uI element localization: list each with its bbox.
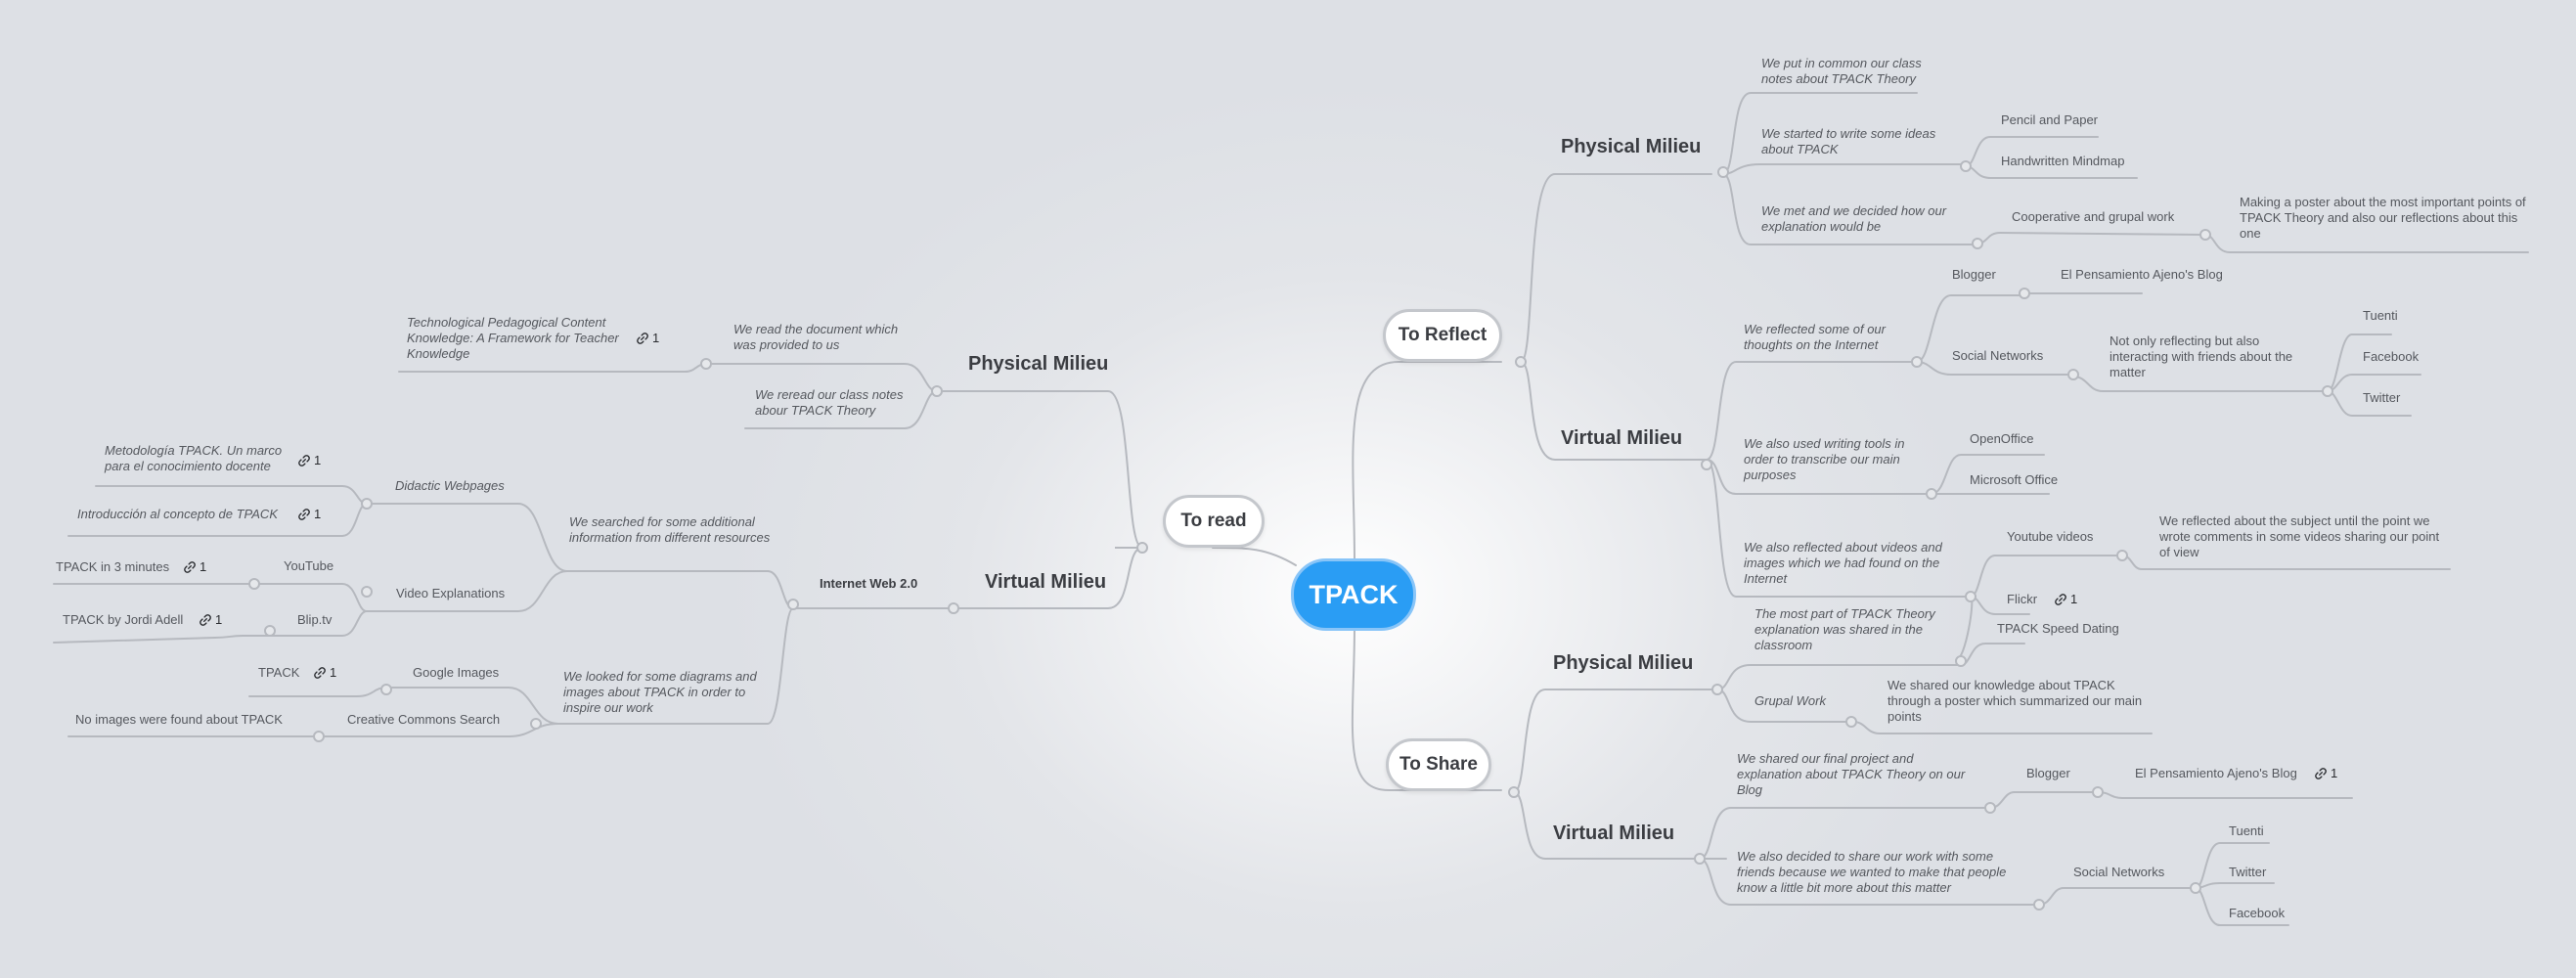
video-comments[interactable]: We reflected about the subject until the… bbox=[2159, 513, 2440, 559]
tpack-speed-dating[interactable]: TPACK Speed Dating bbox=[1997, 621, 2119, 636]
share-twitter[interactable]: Twitter bbox=[2229, 865, 2267, 879]
share-blog[interactable]: El Pensamiento Ajeno's Blog bbox=[2135, 766, 2297, 780]
read-virtual-milieu[interactable]: Virtual Milieu bbox=[985, 571, 1107, 593]
metodologia-page[interactable]: Metodología TPACK. Un marco para el cono… bbox=[105, 443, 283, 473]
internet-web-topic[interactable]: Internet Web 2.0 bbox=[820, 576, 918, 591]
link-count: 1 bbox=[652, 331, 660, 346]
link-icon bbox=[314, 666, 326, 679]
metodologia-link-badge[interactable]: 1 bbox=[297, 452, 321, 467]
final-project-note[interactable]: We shared our final project and explanat… bbox=[1737, 751, 1966, 797]
bliptv-source[interactable]: Blip.tv bbox=[297, 612, 333, 627]
read-physical-milieu[interactable]: Physical Milieu bbox=[968, 353, 1109, 375]
branch-to-reflect[interactable]: To Reflect bbox=[1383, 309, 1502, 362]
write-ideas-note[interactable]: We started to write some ideas about TPA… bbox=[1761, 126, 1936, 156]
didactic-webpages[interactable]: Didactic Webpages bbox=[395, 478, 505, 493]
pencil-paper[interactable]: Pencil and Paper bbox=[2001, 112, 2099, 127]
introduccion-link-badge[interactable]: 1 bbox=[297, 506, 321, 521]
cooperative-work[interactable]: Cooperative and grupal work bbox=[2012, 209, 2175, 224]
reflect-virtual-milieu[interactable]: Virtual Milieu bbox=[1561, 427, 1683, 449]
searched-resources-note[interactable]: We searched for some additional informat… bbox=[569, 514, 771, 545]
central-topic[interactable]: TPACK bbox=[1291, 558, 1416, 631]
videos-images-note[interactable]: We also reflected about videos and image… bbox=[1744, 540, 1942, 586]
link-icon bbox=[298, 508, 310, 520]
grupal-work[interactable]: Grupal Work bbox=[1754, 693, 1826, 708]
share-tuenti[interactable]: Tuenti bbox=[2229, 823, 2264, 838]
tpack-image-item[interactable]: TPACK bbox=[258, 665, 300, 680]
microsoft-office[interactable]: Microsoft Office bbox=[1970, 472, 2059, 487]
introduccion-page[interactable]: Introducción al concepto de TPACK bbox=[77, 507, 278, 521]
flickr-link-badge[interactable]: 1 bbox=[2054, 591, 2077, 606]
link-count: 1 bbox=[314, 507, 322, 522]
flickr[interactable]: Flickr bbox=[2007, 592, 2038, 606]
adell-link-badge[interactable]: 1 bbox=[199, 611, 222, 627]
read-document-note[interactable]: We read the document which was provided … bbox=[733, 322, 899, 352]
reflect-social-networks[interactable]: Social Networks bbox=[1952, 348, 2044, 363]
reflect-blogger[interactable]: Blogger bbox=[1952, 267, 1996, 282]
link-count: 1 bbox=[2331, 766, 2338, 781]
reread-notes-note[interactable]: We reread our class notes abour TPACK Th… bbox=[755, 387, 904, 418]
tpack-jordi-adell[interactable]: TPACK by Jordi Adell bbox=[63, 612, 184, 627]
openoffice[interactable]: OpenOffice bbox=[1970, 431, 2034, 446]
video-explanations[interactable]: Video Explanations bbox=[396, 586, 506, 600]
tpack3-link-badge[interactable]: 1 bbox=[183, 558, 206, 574]
google-images[interactable]: Google Images bbox=[413, 665, 500, 680]
poster-making[interactable]: Making a poster about the most important… bbox=[2240, 195, 2526, 241]
branch-to-read[interactable]: To read bbox=[1163, 495, 1265, 548]
framework-document[interactable]: Technological Pedagogical Content Knowle… bbox=[407, 315, 619, 361]
diagrams-note[interactable]: We looked for some diagrams and images a… bbox=[563, 669, 757, 715]
link-icon bbox=[2315, 767, 2327, 779]
common-notes-note[interactable]: We put in common our class notes about T… bbox=[1761, 56, 1922, 86]
shared-classroom-note[interactable]: The most part of TPACK Theory explanatio… bbox=[1754, 606, 1935, 652]
reflect-twitter[interactable]: Twitter bbox=[2363, 390, 2401, 405]
reflect-physical-milieu[interactable]: Physical Milieu bbox=[1561, 136, 1702, 157]
youtube-videos[interactable]: Youtube videos bbox=[2007, 529, 2094, 544]
no-images-found[interactable]: No images were found about TPACK bbox=[75, 712, 283, 727]
link-count: 1 bbox=[200, 559, 207, 575]
creative-commons-search[interactable]: Creative Commons Search bbox=[347, 712, 501, 727]
decided-share-note[interactable]: We also decided to share our work with s… bbox=[1737, 849, 2007, 895]
link-icon bbox=[637, 332, 648, 344]
tpack-3-minutes[interactable]: TPACK in 3 minutes bbox=[56, 559, 170, 574]
framework-link-badge[interactable]: 1 bbox=[636, 330, 659, 345]
link-count: 1 bbox=[330, 665, 337, 681]
share-blog-link-badge[interactable]: 1 bbox=[2314, 765, 2337, 780]
share-physical-milieu[interactable]: Physical Milieu bbox=[1553, 652, 1694, 674]
share-blogger[interactable]: Blogger bbox=[2026, 766, 2070, 780]
link-icon bbox=[184, 560, 196, 573]
share-social-networks[interactable]: Social Networks bbox=[2073, 865, 2165, 879]
link-icon bbox=[200, 613, 211, 626]
link-count: 1 bbox=[215, 612, 223, 628]
share-virtual-milieu[interactable]: Virtual Milieu bbox=[1553, 822, 1675, 844]
writing-tools-note[interactable]: We also used writing tools in order to t… bbox=[1744, 436, 1905, 482]
link-icon bbox=[2055, 593, 2066, 605]
link-count: 1 bbox=[314, 453, 322, 468]
reflect-blog[interactable]: El Pensamiento Ajeno's Blog bbox=[2061, 267, 2223, 282]
share-facebook[interactable]: Facebook bbox=[2229, 906, 2286, 920]
handwritten-mindmap[interactable]: Handwritten Mindmap bbox=[2001, 154, 2125, 168]
tpack-image-link-badge[interactable]: 1 bbox=[313, 664, 336, 680]
link-count: 1 bbox=[2070, 592, 2078, 607]
reflect-tuenti[interactable]: Tuenti bbox=[2363, 308, 2398, 323]
interacting-friends[interactable]: Not only reflecting but also interacting… bbox=[2110, 333, 2293, 379]
branch-to-share[interactable]: To Share bbox=[1386, 738, 1491, 791]
poster-shared[interactable]: We shared our knowledge about TPACK thro… bbox=[1888, 678, 2143, 724]
link-icon bbox=[298, 454, 310, 467]
reflect-facebook[interactable]: Facebook bbox=[2363, 349, 2420, 364]
youtube-source[interactable]: YouTube bbox=[284, 558, 334, 573]
reflected-thoughts-note[interactable]: We reflected some of our thoughts on the… bbox=[1744, 322, 1886, 352]
met-decided-note[interactable]: We met and we decided how our explanatio… bbox=[1761, 203, 1947, 234]
